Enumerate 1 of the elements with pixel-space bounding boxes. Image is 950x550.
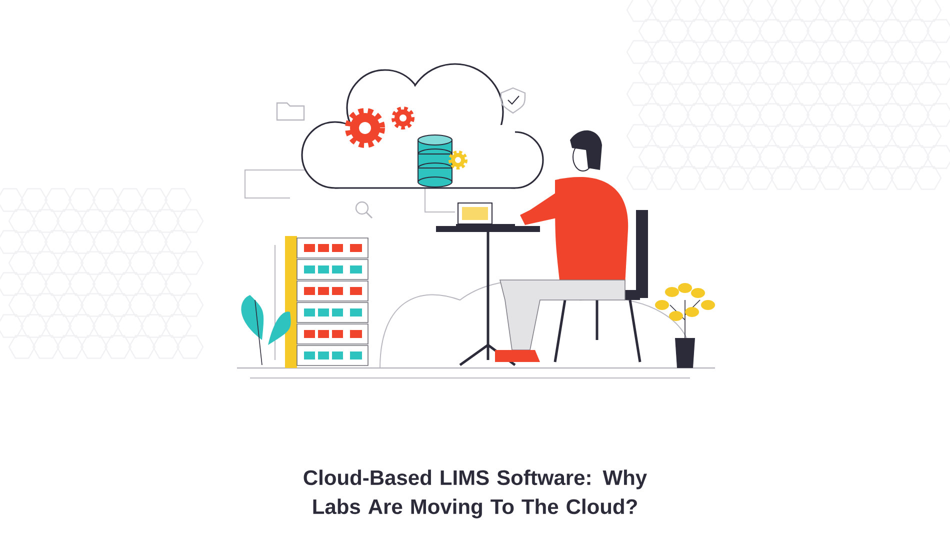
title: Cloud-Based LIMS Software: Why Labs Are Moving To The Cloud? (304, 470, 647, 518)
